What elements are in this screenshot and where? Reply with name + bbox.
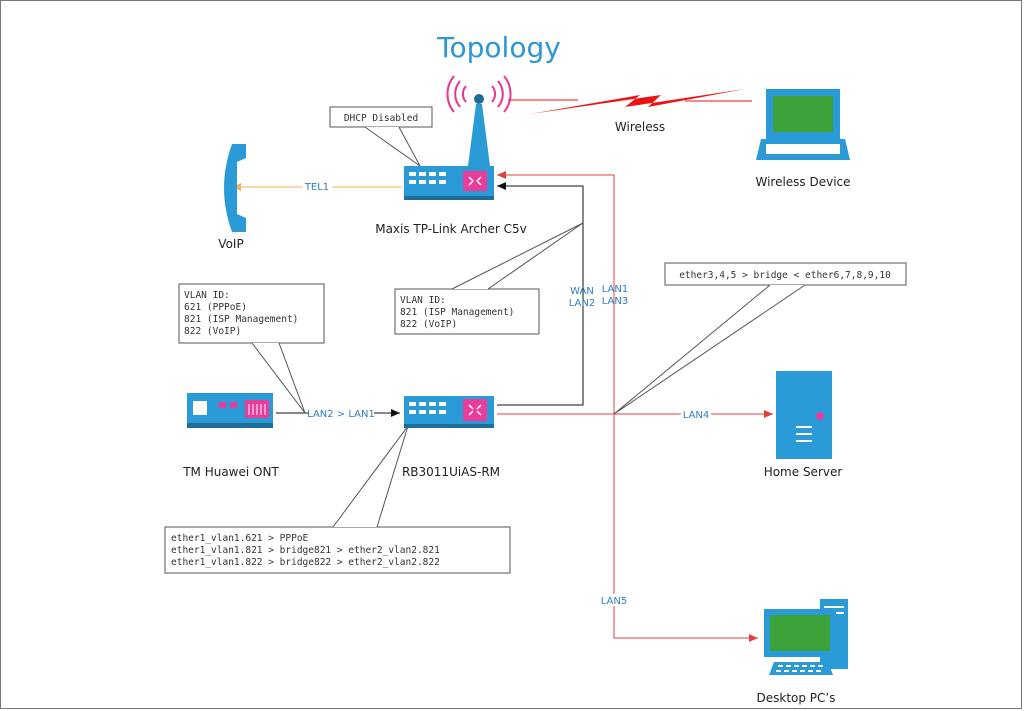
mikrotik-config-line: ether1_vlan1.621 > PPPoE xyxy=(171,533,309,544)
mikrotik-config-callout xyxy=(164,526,511,574)
lan5-link xyxy=(613,414,758,642)
phone-icon xyxy=(224,144,246,232)
bridge-callout-text: ether3,4,5 > bridge < ether6,7,8,9,10 xyxy=(679,270,891,281)
ont-label: TM Huawei ONT xyxy=(182,465,279,479)
ont-vlan-line: 821 (ISP Management) xyxy=(184,314,298,325)
mikrotik-config-line: ether1_vlan1.822 > bridge822 > ether2_vl… xyxy=(171,557,440,568)
ont-vlan-line: VLAN ID: xyxy=(184,290,230,301)
mikrotik-router-icon xyxy=(404,396,494,428)
wireless-lightning xyxy=(530,89,745,114)
lan4-label: LAN4 xyxy=(683,410,709,421)
desktop-label: Desktop PC’s xyxy=(757,691,836,705)
wan-link xyxy=(497,182,584,406)
wan-lan2-label: LAN2 xyxy=(569,298,595,309)
ont-icon xyxy=(187,393,273,428)
wireless-label: Wireless xyxy=(615,120,665,134)
page-title: Topology xyxy=(436,31,561,64)
laptop-icon xyxy=(756,89,850,160)
mikrotik-label: RB3011UiAS-RM xyxy=(402,465,500,479)
tplink-label: Maxis TP-Link Archer C5v xyxy=(375,222,527,236)
ont-vlan-callout xyxy=(178,283,325,344)
ont-link-label: LAN2 > LAN1 xyxy=(307,409,375,420)
wan-vlan-line: 821 (ISP Management) xyxy=(400,307,514,318)
ont-vlan-line: 621 (PPPoE) xyxy=(184,302,247,313)
lan1-label: LAN1 xyxy=(602,284,628,295)
wan-vlan-callout xyxy=(394,288,540,335)
wan-vlan-line: 822 (VoIP) xyxy=(400,319,457,330)
wireless-device-label: Wireless Device xyxy=(755,175,850,189)
tplink-router-icon xyxy=(404,75,512,200)
wan-vlan-line: VLAN ID: xyxy=(400,295,446,306)
lan3-label: LAN3 xyxy=(602,296,628,307)
ont-vlan-line: 822 (VoIP) xyxy=(184,326,241,337)
lan5-label: LAN5 xyxy=(601,596,627,607)
lan1-lan3-link xyxy=(497,171,615,415)
desktop-pc-icon xyxy=(764,599,848,675)
server-icon xyxy=(776,371,832,459)
wan-label: WAN xyxy=(570,286,594,297)
mikrotik-config-line: ether1_vlan1.821 > bridge821 > ether2_vl… xyxy=(171,545,440,556)
tel1-label: TEL1 xyxy=(304,182,329,193)
voip-label: VoIP xyxy=(218,237,243,251)
home-server-label: Home Server xyxy=(764,465,843,479)
dhcp-callout-text: DHCP Disabled xyxy=(344,113,418,124)
